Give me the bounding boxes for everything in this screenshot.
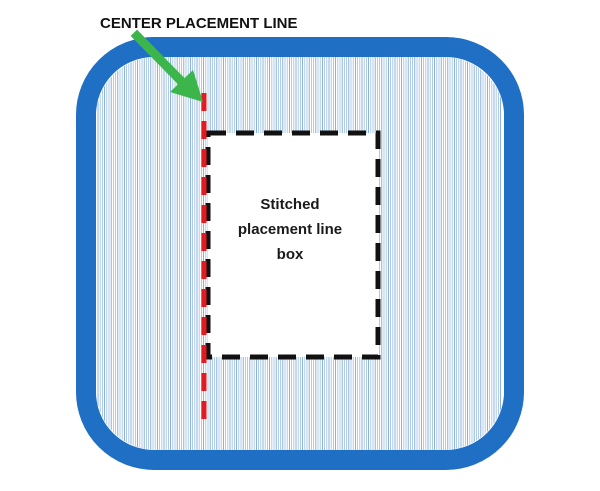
callout-label: CENTER PLACEMENT LINE <box>100 15 298 32</box>
placement-box-fill <box>208 133 378 357</box>
hoop-frame <box>76 37 524 470</box>
box-text-line-3: box <box>277 246 304 263</box>
box-text-line-1: Stitched <box>260 196 319 213</box>
arrow-down-right-icon <box>130 29 203 102</box>
stitch-fill-area <box>96 57 504 450</box>
box-text-line-2: placement line <box>238 221 342 238</box>
placement-box-outline <box>205 130 381 360</box>
